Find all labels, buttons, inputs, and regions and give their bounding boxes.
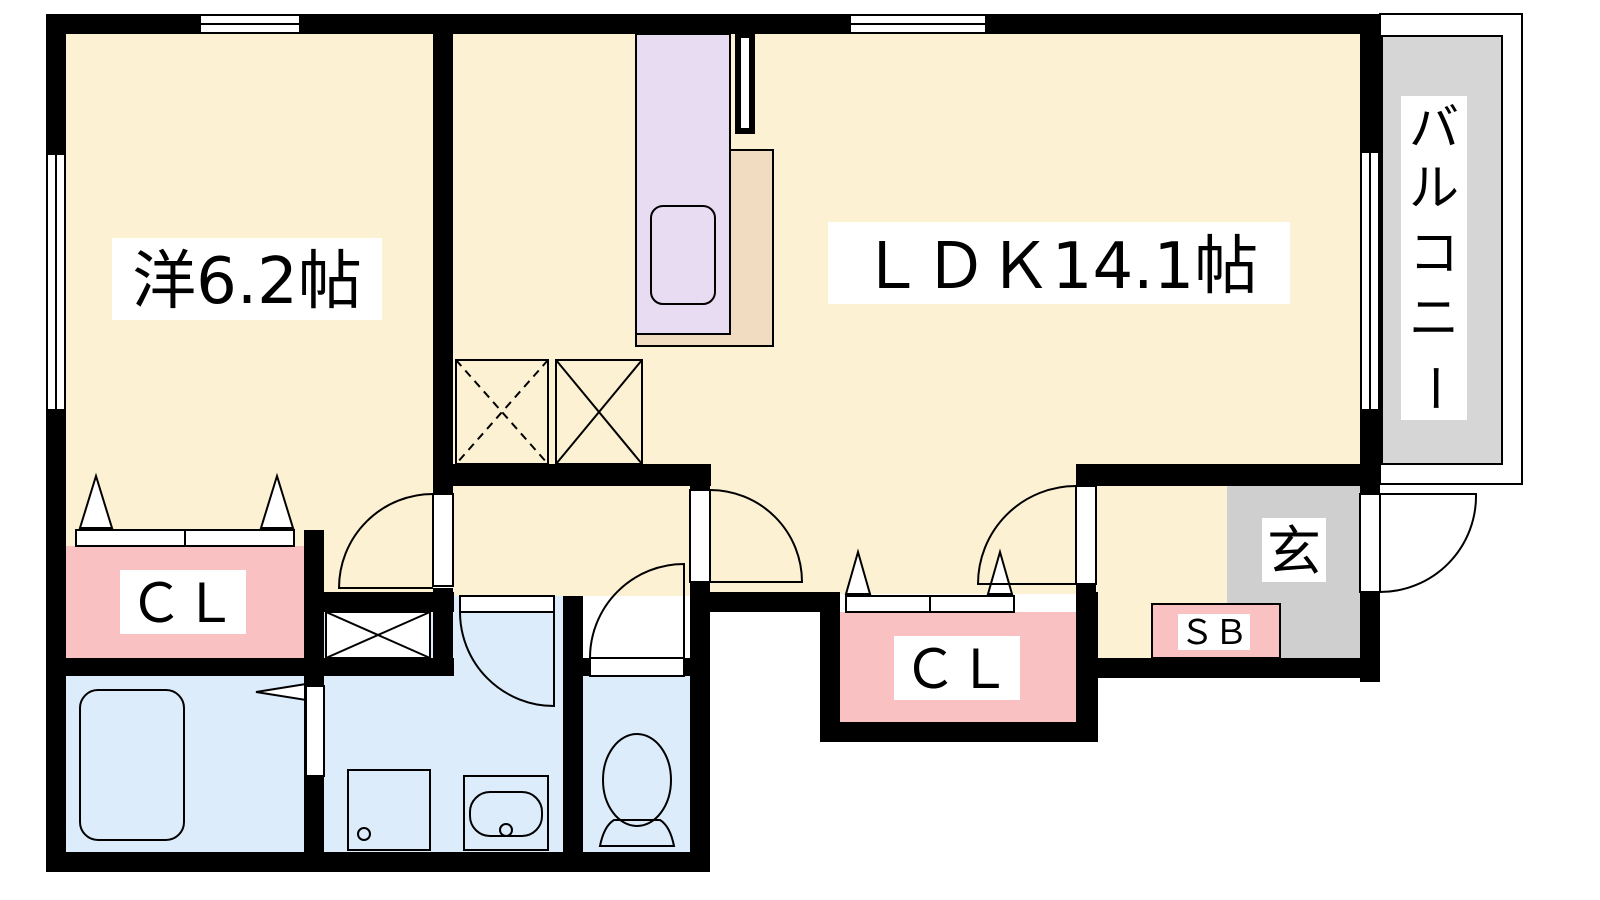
western-room-label: 洋6.2帖	[132, 245, 362, 319]
drain-icon	[357, 827, 371, 841]
hallway-floor	[453, 486, 691, 596]
windows	[46, 14, 1380, 411]
doors	[305, 485, 1478, 777]
door-swing-front	[1379, 493, 1478, 593]
balcony-label-char: バ	[1409, 99, 1459, 157]
closet-door-arrow-icon	[259, 472, 295, 529]
closet-ldk-label: ＣＬ	[903, 638, 1011, 701]
toilet-icon	[602, 733, 672, 827]
balcony-label-char: ニ	[1409, 289, 1459, 347]
balcony-label-char: コ	[1409, 224, 1459, 282]
closet-west-label: ＣＬ	[129, 572, 237, 635]
wall-bottom	[46, 852, 710, 872]
wall-top	[46, 14, 1380, 34]
door-swing-ldk	[709, 489, 804, 583]
balcony-label-char: ル	[1409, 159, 1459, 217]
closet-door-arrow-icon	[78, 472, 114, 529]
kitchen	[635, 33, 774, 347]
closet-door-arrow-icon	[844, 548, 872, 595]
washing-machine-pan	[347, 769, 431, 851]
door-swing-west	[337, 493, 434, 589]
fixtures	[79, 682, 676, 851]
storage-boxes	[325, 359, 643, 659]
sink-icon	[650, 205, 716, 305]
door-swing-washroom	[459, 611, 555, 708]
labels: 洋6.2帖 ＬＤＫ14.1帖 ＣＬ ＣＬ 玄 ＳＢ バ ル コ ニ ー	[112, 99, 1463, 701]
bathroom-floor	[66, 676, 306, 852]
ldk-lower-floor	[710, 464, 1080, 594]
vanity-unit	[463, 775, 549, 851]
wall-left	[46, 14, 66, 870]
balcony-label-box	[1401, 96, 1467, 420]
door-swing-ldk-entrance	[976, 485, 1077, 585]
entrance-label: 玄	[1267, 520, 1321, 583]
ldk-label: ＬＤＫ14.1帖	[860, 230, 1259, 304]
door-swing-toilet	[589, 562, 685, 659]
balcony	[1379, 13, 1523, 485]
shoe-box-label: ＳＢ	[1180, 613, 1248, 653]
bathtub-icon	[79, 689, 185, 841]
toilet-floor	[582, 676, 690, 852]
kitchen-partition-gap	[741, 38, 749, 128]
balcony-label-char: ー	[1405, 363, 1463, 413]
closet-details	[75, 472, 1015, 613]
